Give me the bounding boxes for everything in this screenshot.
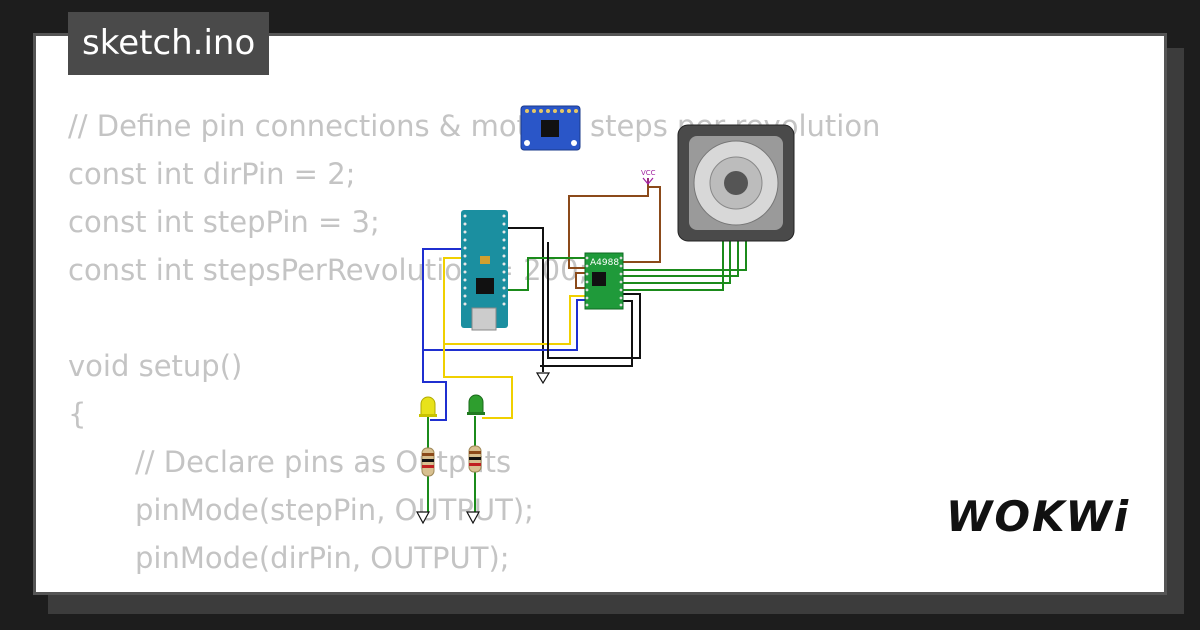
code-line: }	[68, 589, 86, 592]
wire-green-2	[623, 240, 739, 277]
wire-brown-3	[575, 272, 588, 289]
wire-black-2	[547, 242, 641, 359]
wire-blue-led	[422, 350, 447, 421]
wokwi-logo: WOKWi	[946, 492, 1131, 541]
wire-blue	[422, 248, 588, 351]
ground-icon	[535, 372, 551, 385]
filename-tab[interactable]: sketch.ino	[68, 12, 270, 75]
code-line: void setup()	[68, 349, 243, 383]
code-line: pinMode(stepPin, OUTPUT);	[135, 493, 534, 527]
code-preview: // Define pin connections & motor's step…	[68, 102, 880, 592]
code-line: const int stepsPerRevolution = 200;	[68, 253, 589, 287]
wire-yellow	[443, 257, 588, 345]
a4988-driver[interactable]: A4988	[584, 252, 624, 310]
code-line: pinMode(dirPin, OUTPUT);	[135, 541, 510, 575]
vcc-symbol: VCC	[641, 169, 656, 185]
ground-icon	[415, 511, 431, 525]
wire-brown-2	[623, 186, 661, 263]
ground-icon	[465, 511, 481, 525]
wire-yellow-led	[443, 344, 513, 419]
wire-green-nano	[508, 257, 588, 291]
arduino-nano[interactable]	[461, 210, 508, 331]
resistor-2[interactable]	[468, 445, 482, 473]
driver-label: A4988	[590, 258, 619, 268]
stepper-motor[interactable]	[677, 124, 795, 242]
wire-green-3	[623, 240, 731, 284]
wire-green-1	[623, 240, 747, 271]
code-line: const int stepPin = 3;	[68, 205, 380, 239]
wire-black-3	[540, 300, 633, 367]
wires	[422, 178, 747, 512]
vcc-label: VCC	[641, 169, 656, 177]
wire-green-4	[623, 240, 724, 291]
led-yellow[interactable]	[419, 396, 437, 417]
wire-brown-vcc	[568, 178, 649, 269]
resistor-1[interactable]	[421, 447, 435, 477]
ground-symbols	[415, 372, 551, 525]
led-green[interactable]	[467, 394, 485, 415]
preview-card: // Define pin connections & motor's step…	[33, 33, 1167, 595]
code-line: // Declare pins as Outputs	[135, 445, 512, 479]
code-line: const int dirPin = 2;	[68, 157, 356, 191]
wire-black	[508, 227, 544, 372]
code-line: {	[68, 397, 87, 431]
mpu-sensor-module[interactable]	[520, 105, 581, 151]
